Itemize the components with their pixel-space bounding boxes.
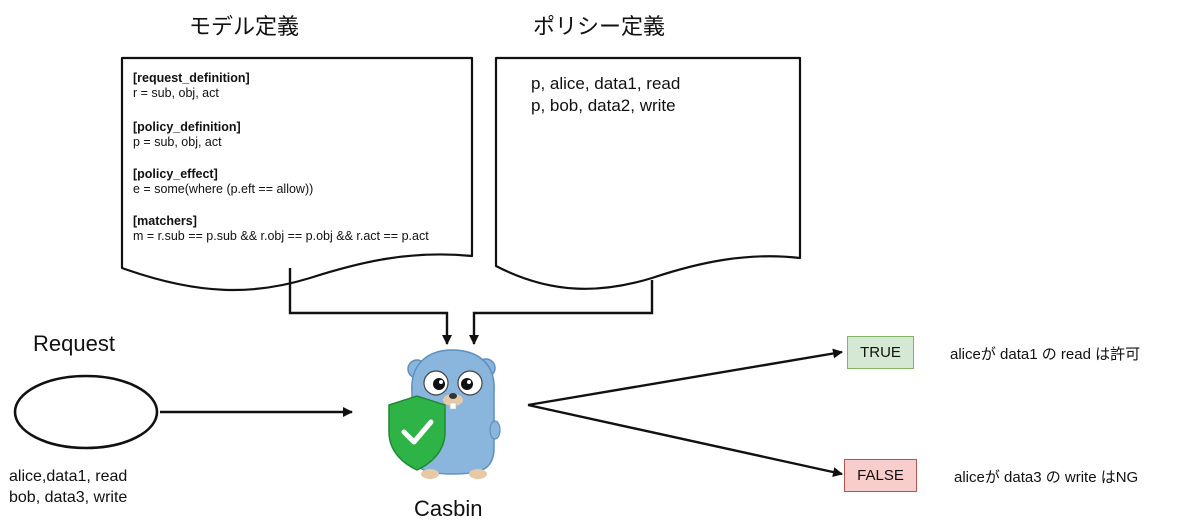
- casbin-label: Casbin: [414, 496, 483, 521]
- true-result-description: aliceが data1 の read は許可: [950, 346, 1141, 363]
- casbin-to-true-arrow: [527, 348, 843, 407]
- false-result-box: FALSE: [844, 459, 917, 492]
- policy-line-2: p, bob, data2, write: [531, 96, 676, 115]
- request-title: Request: [33, 331, 115, 356]
- request-ellipse: [13, 374, 159, 450]
- model-value-matchers: m = r.sub == p.sub && r.obj == p.obj && …: [133, 229, 429, 243]
- model-section-policy-effect: [policy_effect]: [133, 167, 218, 181]
- casbin-to-false-arrow: [527, 403, 843, 477]
- true-result-box: TRUE: [847, 336, 914, 369]
- model-value-policy-definition: p = sub, obj, act: [133, 135, 222, 149]
- gopher-shield-icon: [388, 349, 501, 479]
- model-value-request-definition: r = sub, obj, act: [133, 86, 219, 100]
- model-value-policy-effect: e = some(where (p.eft == allow)): [133, 182, 314, 196]
- policy-definition-heading: ポリシー定義: [533, 14, 666, 39]
- policy-line-1: p, alice, data1, read: [531, 74, 681, 93]
- policy-to-casbin-connector: [469, 280, 654, 345]
- model-to-casbin-connector: [288, 268, 452, 345]
- model-section-policy-definition: [policy_definition]: [133, 120, 241, 134]
- model-section-request-definition: [request_definition]: [133, 71, 250, 85]
- model-definition-heading: モデル定義: [189, 14, 300, 39]
- request-line-1: alice,data1, read: [9, 468, 128, 485]
- policy-document-shape: [494, 56, 802, 290]
- false-result-description: aliceが data3 の write はNG: [954, 469, 1139, 486]
- model-document-shape: [120, 56, 474, 292]
- request-line-2: bob, data3, write: [9, 489, 128, 506]
- model-section-matchers: [matchers]: [133, 214, 197, 228]
